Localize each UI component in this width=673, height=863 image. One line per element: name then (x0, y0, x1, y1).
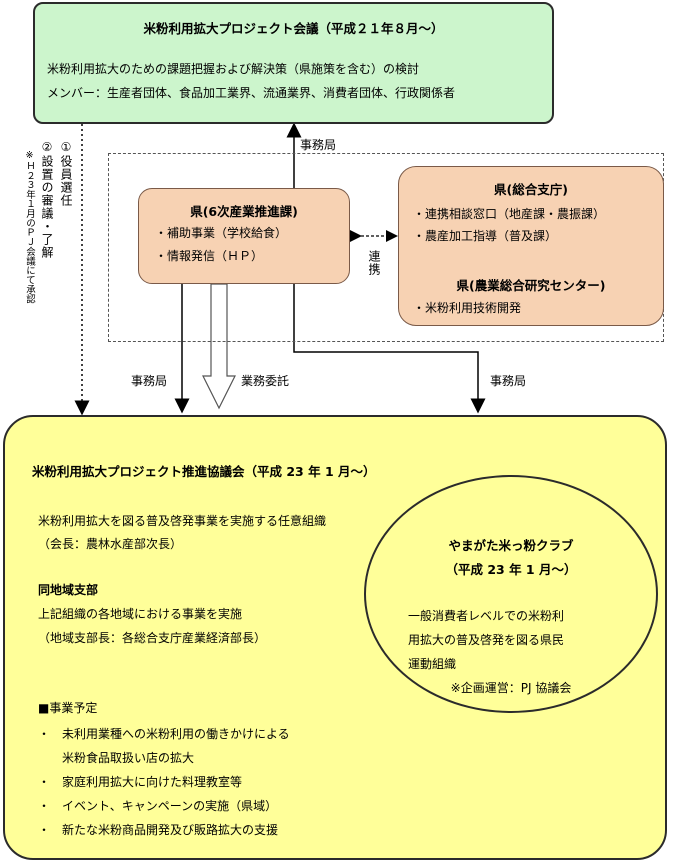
pref-research-item: ・米粉利用技術開発 (413, 301, 522, 315)
side-note-pj: ※Ｈ２３年１月のＰＪ会議にて承認 (24, 150, 35, 304)
club-title: やまがた米っ粉クラブ (448, 538, 574, 553)
plan-item: 米粉食品取扱い店の拡大 (38, 751, 195, 765)
club-desc-line2: 用拡大の普及啓発を図る県民 (408, 633, 565, 647)
plan-heading: ■事業予定 (38, 701, 98, 715)
regional-branch-desc: 上記組織の各地域における事業を実施 (38, 607, 243, 621)
project-meeting-title: 米粉利用拡大プロジェクト会議（平成２１年８月～） (143, 21, 444, 36)
council-desc: 米粉利用拡大を図る普及啓発事業を実施する任意組織 (38, 514, 327, 528)
pref-6ji-box: 県(6次産業推進課) ・補助事業（学校給食） ・情報発信（ＨＰ） (138, 188, 350, 284)
label-jimukyoku-right: 事務局 (490, 374, 527, 388)
label-jimukyoku-top: 事務局 (300, 138, 337, 152)
pref-6ji-title: 県(6次産業推進課) (190, 204, 298, 219)
pref-branch-box: 県(総合支庁) ・連携相談窓口（地産課・農振課） ・農産加工指導（普及課） 県(… (398, 166, 664, 326)
komeko-club-circle: やまがた米っ粉クラブ （平成 23 年 1 月～） 一般消費者レベルでの米粉利 … (364, 475, 658, 713)
club-date: （平成 23 年 1 月～） (445, 562, 577, 577)
pref-research-title: 県(農業総合研究センター) (456, 278, 606, 293)
club-desc-line3: 運動組織 (408, 657, 457, 671)
regional-branch-head: （地域支部長：各総合支庁産業経済部長） (38, 631, 267, 645)
side-note-officer: ①役員選任 (59, 140, 73, 207)
project-meeting-line1: 米粉利用拡大のための課題把握および解決策（県施策を含む）の検討 (47, 62, 420, 76)
pref-6ji-item2: ・情報発信（ＨＰ） (155, 249, 264, 263)
council-chair: （会長：農林水産部次長） (38, 537, 183, 551)
project-meeting-box: 米粉利用拡大プロジェクト会議（平成２１年８月～） 米粉利用拡大のための課題把握お… (33, 2, 554, 124)
regional-branch-heading: 同地域支部 (38, 583, 99, 597)
label-gyomu-itaku: 業務委託 (241, 374, 290, 388)
project-meeting-members: メンバー：生産者団体、食品加工業界、流通業界、消費者団体、行政関係者 (47, 86, 456, 100)
plan-item: ・ 家庭利用拡大に向けた料理教室等 (38, 775, 243, 789)
plan-item: ・ イベント、キャンペーンの実施（県域） (38, 799, 278, 813)
label-jimukyoku-left: 事務局 (131, 374, 168, 388)
pref-6ji-item1: ・補助事業（学校給食） (155, 226, 288, 240)
plan-item: ・ 新たな米粉商品開発及び販路拡大の支援 (38, 823, 279, 837)
pref-branch-item2: ・農産加工指導（普及課） (413, 229, 558, 243)
council-title: 米粉利用拡大プロジェクト推進協議会（平成 23 年 1 月～） (32, 464, 376, 479)
plan-item: ・ 未利用業種への米粉利用の働きかけによる (38, 727, 290, 741)
label-renkei: 連携 (367, 250, 381, 276)
club-note: ※企画運営：PJ 協議会 (450, 681, 572, 695)
club-desc-line1: 一般消費者レベルでの米粉利 (408, 609, 565, 623)
pref-branch-title: 県(総合支庁) (494, 182, 568, 197)
pref-branch-item1: ・連携相談窓口（地産課・農振課） (413, 207, 606, 221)
side-note-approval: ②設置の審議・了解 (40, 140, 54, 259)
